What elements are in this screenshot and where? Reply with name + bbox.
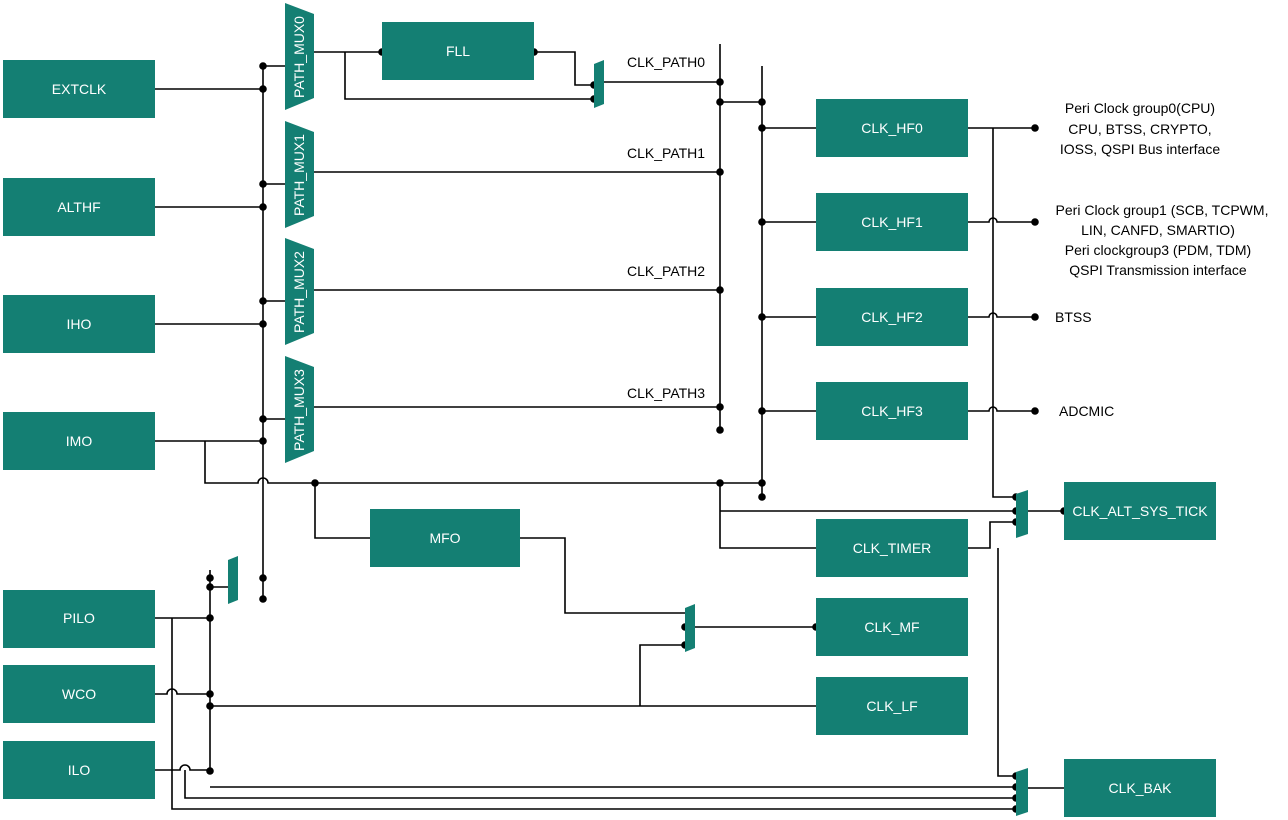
clk-mf-block: CLK_MF <box>816 598 968 656</box>
source-althf: ALTHF <box>3 178 155 236</box>
hf1-output-text: Peri Clock group1 (SCB, TCPWM, LIN, CANF… <box>1056 202 1269 278</box>
clk-hf1-label: CLK_HF1 <box>861 214 923 230</box>
clk-hf0-label: CLK_HF0 <box>861 120 923 136</box>
clk-bak-mux <box>1016 768 1028 816</box>
source-iho-label: IHO <box>67 316 92 332</box>
source-extclk: EXTCLK <box>3 60 155 118</box>
source-wco: WCO <box>3 665 155 723</box>
path-mux0: PATH_MUX0 <box>285 3 314 110</box>
hf3-output-label: ADCMIC <box>1059 403 1114 419</box>
source-iho: IHO <box>3 295 155 353</box>
source-extclk-label: EXTCLK <box>52 81 107 97</box>
mfo-block: MFO <box>370 509 520 567</box>
clk-mf-label: CLK_MF <box>864 619 919 635</box>
clk-mf-mux <box>685 604 695 652</box>
alt-sys-tick-mux <box>1016 490 1028 538</box>
clk-hf1-block: CLK_HF1 <box>816 193 968 251</box>
fll-bypass-mux <box>594 60 604 108</box>
source-pilo-label: PILO <box>63 610 95 626</box>
hf0-output-line: Peri Clock group0(CPU) <box>1065 100 1215 116</box>
clk-hf2-block: CLK_HF2 <box>816 288 968 346</box>
path-mux1: PATH_MUX1 <box>285 121 314 228</box>
source-ilo-label: ILO <box>68 762 91 778</box>
hf0-output-line: CPU, BTSS, CRYPTO, <box>1068 121 1211 137</box>
clk-bak-block: CLK_BAK <box>1064 759 1216 817</box>
wires <box>155 44 1064 810</box>
hf1-output-line: LIN, CANFD, SMARTIO) <box>1081 222 1235 238</box>
hf1-output-line: Peri Clock group1 (SCB, TCPWM, <box>1056 202 1269 218</box>
clk-hf2-label: CLK_HF2 <box>861 309 923 325</box>
hf0-output-text: Peri Clock group0(CPU) CPU, BTSS, CRYPTO… <box>1060 100 1221 157</box>
path-mux2-label: PATH_MUX2 <box>291 251 307 333</box>
clk-path2-label: CLK_PATH2 <box>627 263 705 279</box>
hf2-output-label: BTSS <box>1055 309 1092 325</box>
clk-alt-sys-tick-label: CLK_ALT_SYS_TICK <box>1072 503 1208 519</box>
path-mux3-label: PATH_MUX3 <box>291 369 307 451</box>
clk-alt-sys-tick-block: CLK_ALT_SYS_TICK <box>1064 482 1216 540</box>
clk-path1-label: CLK_PATH1 <box>627 145 705 161</box>
clk-lf-label: CLK_LF <box>866 698 917 714</box>
source-ilo: ILO <box>3 741 155 799</box>
source-althf-label: ALTHF <box>57 199 100 215</box>
clk-hf0-block: CLK_HF0 <box>816 99 968 157</box>
path-mux1-label: PATH_MUX1 <box>291 134 307 216</box>
source-pilo: PILO <box>3 590 155 648</box>
clk-hf3-label: CLK_HF3 <box>861 403 923 419</box>
clk-bak-label: CLK_BAK <box>1108 780 1172 796</box>
hf1-output-line: QSPI Transmission interface <box>1069 262 1247 278</box>
fll-label: FLL <box>446 43 470 59</box>
clk-hf3-block: CLK_HF3 <box>816 382 968 440</box>
clk-path3-label: CLK_PATH3 <box>627 385 705 401</box>
source-imo: IMO <box>3 412 155 470</box>
source-imo-label: IMO <box>66 433 93 449</box>
lf-source-mux <box>228 556 238 604</box>
fll-block: FLL <box>382 22 534 80</box>
hf1-output-line: Peri clockgroup3 (PDM, TDM) <box>1065 242 1251 258</box>
source-wco-label: WCO <box>62 686 96 702</box>
clk-timer-block: CLK_TIMER <box>816 519 968 577</box>
mfo-label: MFO <box>429 530 460 546</box>
clk-timer-label: CLK_TIMER <box>853 540 932 556</box>
path-mux0-label: PATH_MUX0 <box>291 16 307 98</box>
hf0-output-line: IOSS, QSPI Bus interface <box>1060 141 1221 157</box>
clk-lf-block: CLK_LF <box>816 677 968 735</box>
clk-path0-label: CLK_PATH0 <box>627 54 705 70</box>
path-mux3: PATH_MUX3 <box>285 356 314 463</box>
path-mux2: PATH_MUX2 <box>285 238 314 345</box>
